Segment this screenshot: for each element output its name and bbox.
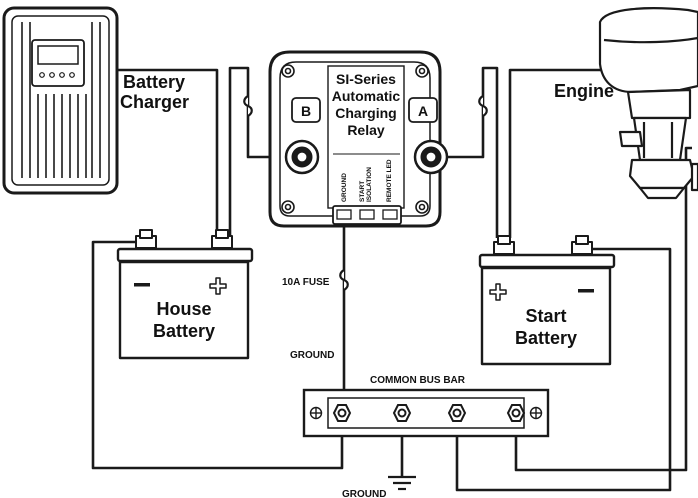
relay-pin-ground: GROUND [341, 173, 348, 202]
battery-charger [2, 6, 119, 195]
wire-charger-to-house [118, 68, 219, 238]
charging-relay [268, 50, 449, 228]
common-bus-bar [302, 388, 550, 438]
relay-terminal-a-label: A [418, 103, 428, 119]
charger-label-line2: Charger [120, 92, 189, 112]
start-battery-label-line2: Battery [515, 328, 577, 348]
engine-label: Engine [554, 81, 614, 101]
fuse-icon [243, 95, 253, 117]
bus-bar-label: COMMON BUS BAR [370, 375, 466, 386]
bus-stud-icon [392, 404, 412, 422]
wire-house-negative [91, 240, 344, 470]
house-battery [116, 229, 254, 360]
minus-icon [134, 283, 150, 287]
house-battery-label-line2: Battery [153, 321, 215, 341]
terminal-a-post [413, 139, 449, 175]
wire-relay-a-to-start [432, 66, 499, 238]
relay-title-line4: Relay [347, 122, 385, 138]
bus-stud-icon [447, 404, 467, 422]
start-battery [478, 235, 616, 366]
relay-title-line1: SI-Series [336, 71, 396, 87]
ground-label-left: GROUND [290, 350, 334, 361]
fuse-symbols [243, 95, 488, 291]
relay-pin-remote: REMOTE LED [386, 159, 393, 202]
wire-relay-b-to-house [228, 66, 283, 238]
mount-screw-icon [529, 406, 543, 420]
fuse-icon [478, 95, 488, 117]
ground-symbol-icon [388, 475, 416, 491]
start-battery-label-line1: Start [525, 306, 566, 326]
relay-pin-start-line1: START [359, 181, 366, 202]
fuse-icon [339, 269, 349, 291]
bus-stud-icon [506, 404, 526, 422]
terminal-b-post [284, 139, 320, 175]
house-battery-label-line1: House [156, 299, 211, 319]
minus-icon [578, 289, 594, 293]
ground-label-bottom: GROUND [342, 489, 386, 498]
fuse-label: 10A FUSE [282, 277, 330, 288]
relay-title-line3: Charging [335, 105, 396, 121]
outboard-engine [598, 7, 698, 200]
wire-engine-ground [514, 146, 692, 472]
plus-icon [209, 277, 227, 295]
bus-stud-icon [332, 404, 352, 422]
relay-title-line2: Automatic [332, 88, 401, 104]
plus-icon [489, 283, 507, 301]
charger-label-line1: Battery [123, 72, 185, 92]
mount-screw-icon [309, 406, 323, 420]
relay-terminal-b-label: B [301, 103, 311, 119]
relay-pin-start-line2: ISOLATION [366, 167, 373, 202]
wire-start-negative [455, 247, 672, 492]
